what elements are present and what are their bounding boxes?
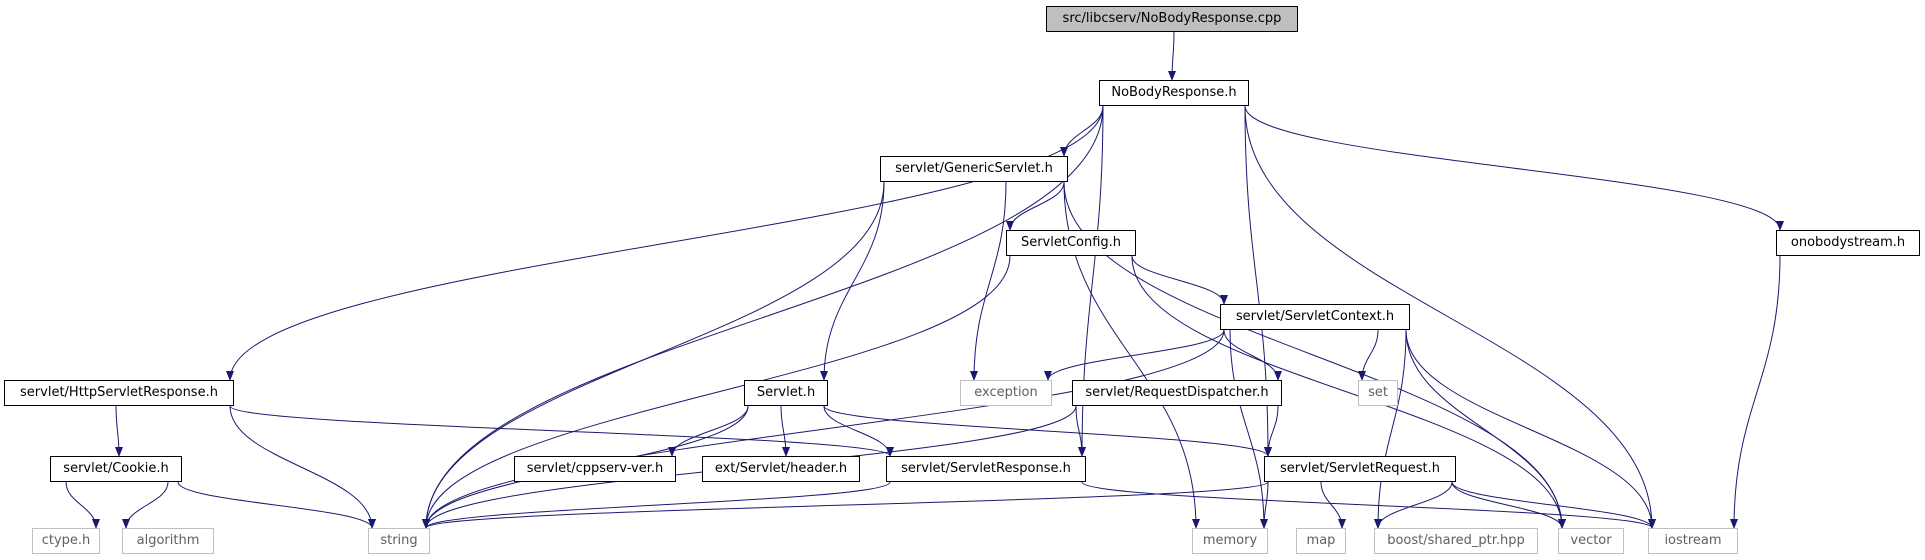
- edge-servletrequest-to-memory: [1260, 481, 1269, 529]
- node-ext-servlet-header-h[interactable]: ext/Servlet/header.h: [702, 456, 860, 482]
- edge-root-to-nobodyresponse: [1168, 31, 1177, 81]
- dependency-edges: [65, 31, 1784, 529]
- edge-servletcontext-to-string: [422, 329, 1225, 529]
- edge-httpservletresponse-to-string: [229, 405, 376, 529]
- edge-genericservlet-to-string: [422, 181, 885, 529]
- node-servletrequest-h[interactable]: servlet/ServletRequest.h: [1264, 456, 1456, 482]
- node-cookie-h[interactable]: servlet/Cookie.h: [50, 456, 182, 482]
- edge-servletcontext-to-memory: [1229, 329, 1268, 529]
- edge-cookie-to-string: [177, 481, 376, 529]
- node-map[interactable]: map: [1296, 528, 1346, 554]
- node-genericservlet-h[interactable]: servlet/GenericServlet.h: [880, 156, 1068, 182]
- edge-cookie-to-algorithm: [122, 481, 169, 529]
- node-servletcontext-h[interactable]: servlet/ServletContext.h: [1220, 304, 1410, 330]
- edge-cookie-to-ctype: [65, 481, 100, 529]
- node-servletresponse-h[interactable]: servlet/ServletResponse.h: [886, 456, 1086, 482]
- edge-servletconfig-to-string: [422, 255, 1011, 529]
- edge-httpservletresponse-to-cookie: [114, 405, 123, 457]
- node-vector[interactable]: vector: [1558, 528, 1624, 554]
- edge-servletrequest-to-vector: [1451, 481, 1566, 529]
- edge-genericservlet-to-servlet: [820, 181, 885, 381]
- edge-genericservlet-to-exception: [970, 181, 1007, 381]
- edge-servletconfig-to-vector: [1131, 255, 1566, 529]
- edge-servletcontext-to-shared_ptr: [1374, 329, 1407, 529]
- edge-servletcontext-to-requestdispatcher: [1223, 329, 1282, 381]
- edge-servletrequest-to-string: [422, 481, 1269, 529]
- node-string[interactable]: string: [368, 528, 430, 554]
- edge-servlet-to-servletrequest: [823, 405, 1272, 457]
- node-servletconfig-h[interactable]: ServletConfig.h: [1006, 230, 1136, 256]
- edge-servlet-to-cppserv_ver: [668, 405, 749, 457]
- edge-servlet-to-servletresponse: [823, 405, 894, 457]
- edge-nobodyresponse-to-iostream: [1244, 105, 1656, 529]
- edge-nobodyresponse-to-genericservlet: [1060, 105, 1104, 157]
- edge-servletrequest-to-shared_ptr: [1374, 481, 1453, 529]
- edge-servletresponse-to-string: [422, 481, 891, 529]
- node-requestdispatcher-h[interactable]: servlet/RequestDispatcher.h: [1072, 380, 1282, 406]
- node-nobodyresponse-cpp[interactable]: src/libcserv/NoBodyResponse.cpp: [1046, 6, 1298, 32]
- node-nobodyresponse-h[interactable]: NoBodyResponse.h: [1099, 80, 1249, 106]
- node-httpservletresponse-h[interactable]: servlet/HttpServletResponse.h: [4, 380, 234, 406]
- node-set[interactable]: set: [1358, 380, 1398, 406]
- node-onobodystream-h[interactable]: onobodystream.h: [1776, 230, 1920, 256]
- edge-genericservlet-to-servletconfig: [1006, 181, 1065, 231]
- edge-nobodyresponse-to-httpservletresponse: [226, 105, 1104, 381]
- edge-servletresponse-to-iostream: [1081, 481, 1656, 529]
- edge-servletcontext-to-vector: [1405, 329, 1566, 529]
- node-servlet-h[interactable]: Servlet.h: [744, 380, 828, 406]
- node-exception[interactable]: exception: [960, 380, 1052, 406]
- edge-servletcontext-to-set: [1358, 329, 1379, 381]
- node-boost-shared-ptr-hpp[interactable]: boost/shared_ptr.hpp: [1374, 528, 1538, 554]
- edge-servletrequest-to-map: [1320, 481, 1346, 529]
- node-cppserv-ver-h[interactable]: servlet/cppserv-ver.h: [514, 456, 676, 482]
- edge-servlet-to-ext_servlet_header: [780, 405, 790, 457]
- node-iostream[interactable]: iostream: [1648, 528, 1738, 554]
- edge-servletconfig-to-servletcontext: [1131, 255, 1228, 305]
- node-ctype-h[interactable]: ctype.h: [32, 528, 100, 554]
- edge-servletrequest-to-iostream: [1451, 481, 1656, 529]
- edge-httpservletresponse-to-servletresponse: [229, 405, 894, 457]
- edge-requestdispatcher-to-servletresponse: [1075, 405, 1086, 457]
- edge-servletcontext-to-iostream: [1405, 329, 1656, 529]
- node-algorithm[interactable]: algorithm: [122, 528, 214, 554]
- edge-nobodyresponse-to-onobodystream: [1244, 105, 1784, 231]
- edge-servletcontext-to-exception: [1044, 329, 1225, 381]
- node-memory[interactable]: memory: [1192, 528, 1268, 554]
- edge-onobodystream-to-iostream: [1730, 255, 1781, 529]
- edge-requestdispatcher-to-servletrequest: [1264, 405, 1279, 457]
